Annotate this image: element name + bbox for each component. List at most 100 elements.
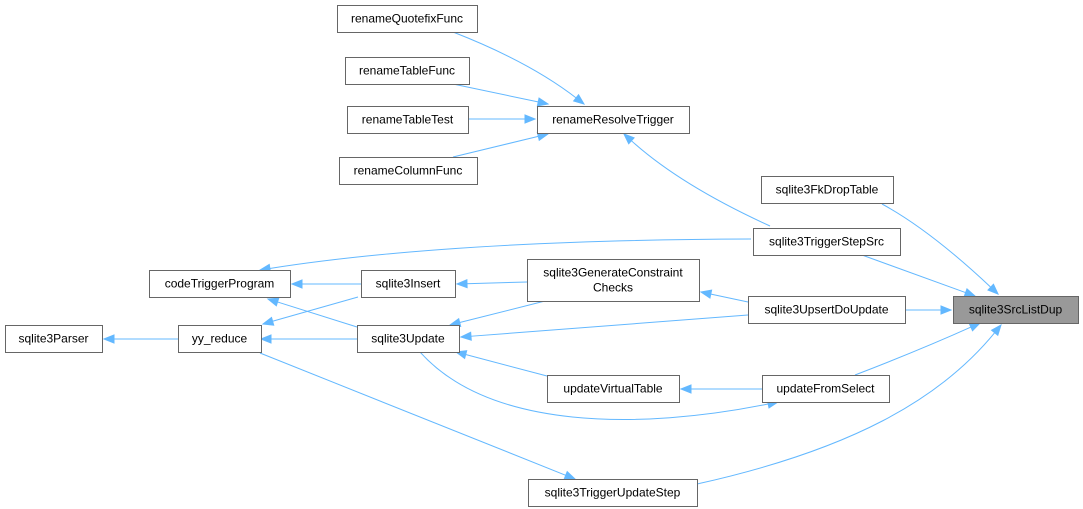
- edge-line: [452, 135, 540, 158]
- node-sqlite3-trigger-update-step[interactable]: sqlite3TriggerUpdateStep: [528, 479, 698, 507]
- edge-line: [861, 254, 967, 294]
- edge-line: [419, 351, 770, 420]
- node-sqlite3-src-list-dup[interactable]: sqlite3SrcListDup: [953, 296, 1079, 324]
- edge-sqlite3-update-to-code-trigger-program: [266, 297, 358, 328]
- node-box: [5, 325, 103, 353]
- arrowhead: [455, 278, 468, 289]
- node-rename-table-test[interactable]: renameTableTest: [347, 106, 469, 134]
- edge-line: [881, 203, 992, 289]
- edge-rename-table-test-to-rename-resolve-trigger: [468, 114, 537, 124]
- edge-sqlite3-upsert-do-update-to-sqlite3-generate-constraint-checks: [699, 289, 749, 303]
- edge-rename-quotefix-func-to-rename-resolve-trigger: [452, 31, 586, 105]
- node-label: renameTableTest: [362, 113, 454, 127]
- edge-line: [465, 281, 528, 285]
- node-box: [953, 296, 1079, 324]
- node-label: renameColumnFunc: [354, 164, 463, 178]
- arrowhead: [572, 93, 586, 105]
- node-box: [178, 325, 262, 353]
- edge-line: [854, 326, 972, 376]
- edge-sqlite3-upsert-do-update-to-sqlite3-src-list-dup: [905, 305, 953, 315]
- node-box: [345, 57, 470, 85]
- edge-rename-resolve-trigger-to-sqlite3-trigger-step-src: [623, 133, 771, 227]
- node-box: [149, 270, 291, 298]
- node-label: sqlite3GenerateConstraint: [543, 266, 683, 280]
- edge-line: [630, 139, 771, 227]
- edge-line: [709, 293, 749, 303]
- node-box: [357, 325, 460, 353]
- node-sqlite3-parser[interactable]: sqlite3Parser: [5, 325, 103, 353]
- node-label: sqlite3Insert: [376, 277, 441, 291]
- arrowhead: [963, 287, 977, 297]
- node-label: sqlite3UpsertDoUpdate: [764, 303, 888, 317]
- edge-line: [276, 301, 358, 328]
- node-label: sqlite3FkDropTable: [776, 183, 879, 197]
- node-label: sqlite3TriggerStepSrc: [769, 235, 884, 249]
- arrowhead: [524, 114, 537, 124]
- arrowhead: [259, 334, 272, 344]
- edge-line: [464, 353, 548, 377]
- edge-line: [259, 352, 567, 477]
- node-box: [337, 5, 478, 33]
- node-label: updateFromSelect: [776, 382, 875, 396]
- edge-sqlite3-upsert-do-update-to-sqlite3-update: [459, 314, 749, 341]
- node-label: sqlite3Update: [371, 332, 445, 346]
- arrowhead: [987, 283, 999, 295]
- arrowhead: [990, 323, 1002, 337]
- node-rename-table-func[interactable]: renameTableFunc: [345, 57, 470, 85]
- edge-line: [469, 314, 749, 337]
- arrowhead: [290, 279, 303, 289]
- edge-update-virtual-table-to-sqlite3-update: [454, 350, 548, 377]
- node-box: [762, 375, 890, 403]
- edge-line: [696, 331, 996, 485]
- edge-sqlite3-trigger-update-step-to-yy-reduce: [259, 352, 577, 480]
- edge-sqlite3-generate-constraint-checks-to-sqlite3-insert: [455, 278, 528, 289]
- node-label: sqlite3Parser: [18, 332, 88, 346]
- node-label: renameQuotefixFunc: [351, 12, 463, 26]
- node-code-trigger-program[interactable]: codeTriggerProgram: [149, 270, 291, 298]
- node-rename-resolve-trigger[interactable]: renameResolveTrigger: [537, 106, 690, 134]
- node-label: renameTableFunc: [359, 64, 455, 78]
- edge-sqlite3-insert-to-yy-reduce: [261, 296, 359, 326]
- arrowhead: [266, 297, 280, 307]
- node-sqlite3-update[interactable]: sqlite3Update: [357, 325, 460, 353]
- node-sqlite3-trigger-step-src[interactable]: sqlite3TriggerStepSrc: [753, 228, 901, 256]
- node-yy-reduce[interactable]: yy_reduce: [178, 325, 262, 353]
- node-label: renameResolveTrigger: [552, 113, 674, 127]
- arrowhead: [536, 97, 550, 107]
- node-label: sqlite3TriggerUpdateStep: [545, 486, 681, 500]
- edge-sqlite3-insert-to-code-trigger-program: [290, 279, 361, 289]
- node-label: updateVirtualTable: [563, 382, 663, 396]
- edge-update-from-select-to-update-virtual-table: [679, 384, 762, 394]
- node-box: [361, 270, 456, 298]
- edge-sqlite3-fk-drop-table-to-sqlite3-src-list-dup: [881, 203, 999, 295]
- node-box: [537, 106, 690, 134]
- node-rename-column-func[interactable]: renameColumnFunc: [339, 157, 478, 185]
- node-label: Checks: [593, 281, 633, 295]
- arrowhead: [699, 289, 713, 299]
- edges-layer: [102, 31, 1002, 485]
- edge-line: [452, 31, 578, 99]
- arrowhead: [968, 322, 982, 332]
- arrowhead: [623, 133, 635, 145]
- edge-sqlite3-trigger-update-step-to-sqlite3-src-list-dup: [696, 323, 1002, 485]
- node-update-from-select[interactable]: updateFromSelect: [762, 375, 890, 403]
- node-box: [753, 228, 901, 256]
- node-box: [527, 259, 700, 302]
- edge-sqlite3-trigger-step-src-to-sqlite3-src-list-dup: [861, 254, 977, 297]
- node-rename-quotefix-func[interactable]: renameQuotefixFunc: [337, 5, 478, 33]
- node-sqlite3-upsert-do-update[interactable]: sqlite3UpsertDoUpdate: [748, 296, 906, 324]
- node-sqlite3-insert[interactable]: sqlite3Insert: [361, 270, 456, 298]
- node-label: sqlite3SrcListDup: [969, 303, 1063, 317]
- edge-line: [452, 83, 540, 103]
- edge-line: [271, 296, 359, 323]
- node-sqlite3-fk-drop-table[interactable]: sqlite3FkDropTable: [761, 176, 894, 204]
- node-box: [748, 296, 906, 324]
- arrowhead: [940, 305, 953, 315]
- nodes-layer: renameQuotefixFunc renameTableFunc renameT…: [5, 5, 1079, 507]
- arrowhead: [679, 384, 692, 394]
- node-update-virtual-table[interactable]: updateVirtualTable: [547, 375, 680, 403]
- arrowhead: [459, 331, 472, 341]
- edge-rename-table-func-to-rename-resolve-trigger: [452, 83, 550, 107]
